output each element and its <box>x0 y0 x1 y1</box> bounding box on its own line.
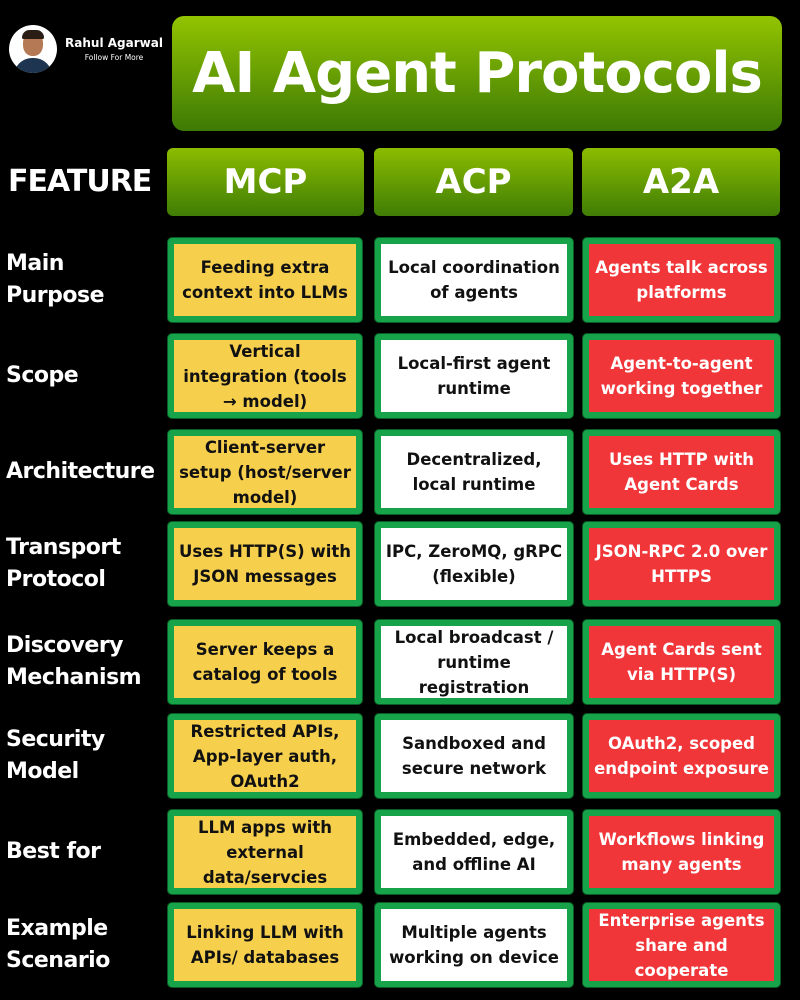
feature-label: Scope <box>6 363 79 388</box>
cell-mcp: Uses HTTP(S) with JSON messages <box>168 522 362 606</box>
cell-acp: IPC, ZeroMQ, gRPC (flexible) <box>375 522 573 606</box>
cell-acp: Sandboxed and secure network <box>375 714 573 798</box>
cell-acp: Local-first agent runtime <box>375 334 573 418</box>
cell-a2a: OAuth2, scoped endpoint exposure <box>583 714 780 798</box>
cell-a2a: Enterprise agents share and cooperate <box>583 903 780 987</box>
column-header-a2a: A2A <box>582 148 780 216</box>
feature-label: Best for <box>6 839 101 864</box>
cell-a2a: Workflows linking many agents <box>583 810 780 894</box>
cell-a2a: Agent-to-agent working together <box>583 334 780 418</box>
column-header-mcp: MCP <box>167 148 364 216</box>
feature-label: Architecture <box>6 459 155 484</box>
cell-a2a: Agents talk across platforms <box>583 238 780 322</box>
cell-mcp: Restricted APIs, App-layer auth, OAuth2 <box>168 714 362 798</box>
cell-mcp: Server keeps a catalog of tools <box>168 620 362 704</box>
cell-acp: Local broadcast / runtime registration <box>375 620 573 704</box>
cell-acp: Decentralized, local runtime <box>375 430 573 514</box>
author-avatar <box>9 25 57 73</box>
feature-label: Main Purpose <box>6 251 105 308</box>
cell-a2a: JSON-RPC 2.0 over HTTPS <box>583 522 780 606</box>
cell-mcp: Linking LLM with APIs/ databases <box>168 903 362 987</box>
cell-mcp: Client-server setup (host/server model) <box>168 430 362 514</box>
cell-mcp: Vertical integration (tools → model) <box>168 334 362 418</box>
feature-label: Discovery Mechanism <box>6 633 142 690</box>
feature-label: Security Model <box>6 727 105 784</box>
cell-mcp: LLM apps with external data/servcies <box>168 810 362 894</box>
cell-a2a: Agent Cards sent via HTTP(S) <box>583 620 780 704</box>
author-name: Rahul Agarwal <box>65 36 163 50</box>
feature-label: Example Scenario <box>6 916 110 973</box>
cell-mcp: Feeding extra context into LLMs <box>168 238 362 322</box>
column-header-acp: ACP <box>374 148 573 216</box>
cell-acp: Embedded, edge, and offline AI <box>375 810 573 894</box>
author-tagline: Follow For More <box>84 53 144 62</box>
cell-acp: Multiple agents working on device <box>375 903 573 987</box>
feature-label: Transport Protocol <box>6 535 121 592</box>
page-title: AI Agent Protocols <box>172 16 782 131</box>
feature-header: FEATURE <box>8 164 152 199</box>
cell-acp: Local coordination of agents <box>375 238 573 322</box>
cell-a2a: Uses HTTP with Agent Cards <box>583 430 780 514</box>
